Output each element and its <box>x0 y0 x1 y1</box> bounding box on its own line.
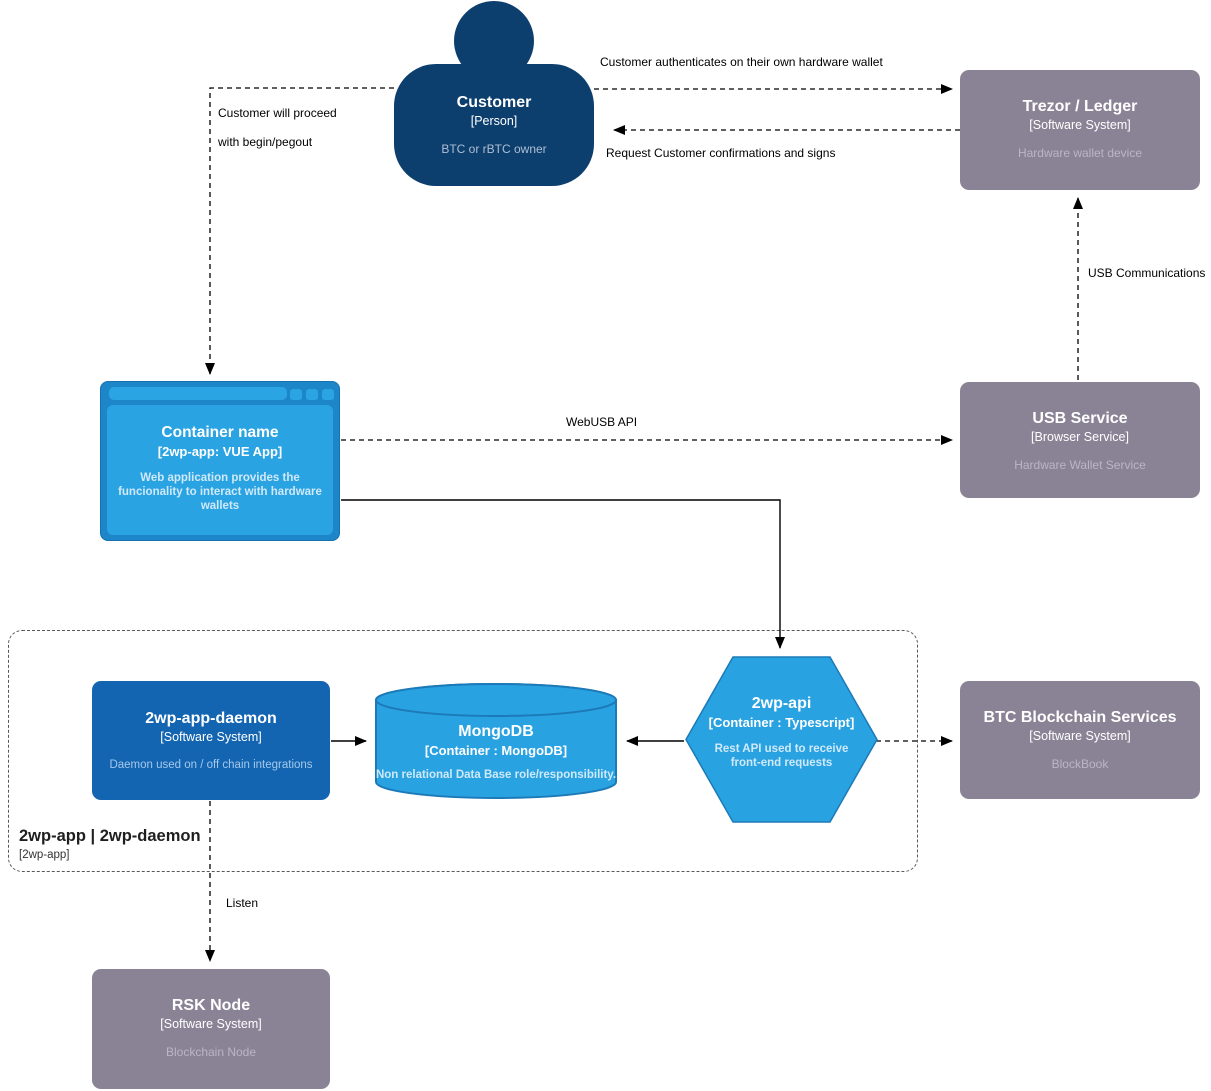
edge-label-proceed-line1: Customer will proceed <box>218 106 337 120</box>
edge-label-proceed-line2: with begin/pegout <box>218 135 313 149</box>
node-description: Web application provides the funcionalit… <box>118 472 322 512</box>
node-meta: [Container : MongoDB] <box>424 743 568 758</box>
browser-window-button-icon <box>306 389 318 400</box>
node-title: USB Service <box>1032 410 1128 427</box>
edge-webapp-to-api <box>341 499 785 649</box>
node-title: Trezor / Ledger <box>1022 98 1138 115</box>
edge-label-webusb-api: WebUSB API <box>566 415 638 429</box>
node-meta: [Browser Service] <box>1031 430 1129 444</box>
node-description: Daemon used on / off chain integrations <box>109 759 313 771</box>
node-meta: [Container : Typescript] <box>708 715 855 730</box>
node-title: 2wp-api <box>751 695 812 712</box>
rsk-node[interactable]: RSK Node [Software System] Blockchain No… <box>92 969 330 1089</box>
boundary-meta: [2wp-app] <box>19 849 70 861</box>
browser-content-panel: Container name [2wp-app: VUE App] Web ap… <box>107 405 333 535</box>
btc-services-node[interactable]: BTC Blockchain Services [Software System… <box>960 681 1200 799</box>
browser-address-bar-icon <box>109 387 287 400</box>
node-meta: [Software System] <box>1029 729 1131 743</box>
edge-label-listen: Listen <box>226 896 259 910</box>
node-description: Blockchain Node <box>165 1045 257 1059</box>
node-description: BTC or rBTC owner <box>441 142 547 156</box>
node-meta: [Software System] <box>160 730 262 744</box>
node-title: Customer <box>456 94 532 111</box>
node-meta: [2wp-app: VUE App] <box>157 444 283 459</box>
usb-service-node[interactable]: USB Service [Browser Service] Hardware W… <box>960 382 1200 498</box>
browser-window-button-icon <box>290 389 302 400</box>
node-description: Hardware wallet device <box>1017 146 1143 160</box>
node-meta: [Software System] <box>1029 118 1131 132</box>
node-title: Container name <box>161 424 279 441</box>
mongodb-node[interactable]: MongoDB [Container : MongoDB] Non relati… <box>374 682 618 800</box>
node-title: MongoDB <box>458 723 534 740</box>
edge-customer-proceed <box>205 87 394 375</box>
api-node[interactable]: 2wp-api [Container : Typescript] Rest AP… <box>685 656 878 823</box>
node-description: Rest API used to receive front-end reque… <box>714 743 849 769</box>
node-title: 2wp-app-daemon <box>145 710 277 727</box>
edge-label-usb-communications: USB Communications <box>1088 266 1206 280</box>
hexagon-icon <box>685 656 878 823</box>
node-meta: [Software System] <box>160 1017 262 1031</box>
browser-window-button-icon <box>322 389 334 400</box>
web-app-node[interactable]: Container name [2wp-app: VUE App] Web ap… <box>100 381 340 541</box>
node-description: Non relational Data Base role/responsibi… <box>375 769 617 781</box>
edge-label-confirmations: Request Customer confirmations and signs <box>606 146 836 160</box>
node-title: BTC Blockchain Services <box>983 709 1177 726</box>
node-description: Hardware Wallet Service <box>1014 458 1146 472</box>
edge-label-authenticate: Customer authenticates on their own hard… <box>600 55 883 69</box>
node-title: RSK Node <box>171 997 251 1014</box>
node-description: BlockBook <box>1051 757 1109 771</box>
daemon-node[interactable]: 2wp-app-daemon [Software System] Daemon … <box>92 681 330 800</box>
cylinder-icon <box>375 683 617 799</box>
boundary-title: 2wp-app | 2wp-daemon <box>19 827 201 845</box>
customer-node[interactable]: Customer [Person] BTC or rBTC owner <box>394 64 594 186</box>
trezor-ledger-node[interactable]: Trezor / Ledger [Software System] Hardwa… <box>960 70 1200 190</box>
node-meta: [Person] <box>470 114 518 128</box>
